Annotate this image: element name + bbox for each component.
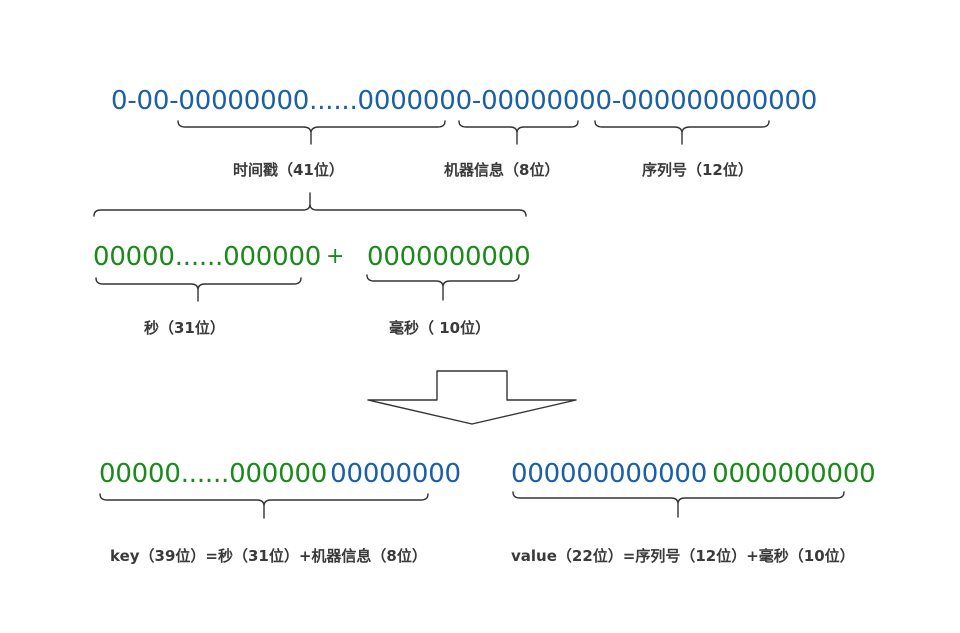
down-arrow-icon [367, 370, 577, 425]
brace-timestamp-split [93, 192, 527, 217]
plus-sign: + [326, 244, 345, 269]
sequence-label: 序列号（12位） [642, 161, 753, 179]
top-machine-bits: 00000000 [481, 86, 612, 116]
brace-sequence [594, 120, 770, 145]
timestamp-label: 时间戳（41位） [233, 161, 344, 179]
top-sign-bits: 0-00- [111, 86, 179, 116]
brace-millis [366, 274, 520, 301]
key-label: key（39位）=秒（31位）+机器信息（8位） [110, 547, 427, 565]
top-id-bits: 0-00-00000000......0000000-00000000-0000… [111, 86, 817, 116]
machine-label: 机器信息（8位） [444, 161, 560, 179]
top-separator: - [471, 86, 482, 116]
value-sequence-bits: 000000000000 [511, 459, 708, 489]
value-label: value（22位）=序列号（12位）+毫秒（10位） [511, 547, 855, 565]
key-machine-bits: 00000000 [330, 459, 461, 489]
value-millis-bits: 0000000000 [712, 459, 876, 489]
key-seconds-bits: 00000......000000 [99, 459, 328, 489]
brace-key [99, 493, 429, 519]
brace-value [512, 491, 845, 518]
top-separator: - [611, 86, 622, 116]
millis-label: 毫秒（ 10位） [389, 319, 491, 337]
brace-seconds [95, 277, 302, 302]
top-timestamp-bits: 00000000......0000000 [178, 86, 472, 116]
seconds-label: 秒（31位） [144, 319, 225, 337]
top-sequence-bits: 000000000000 [621, 86, 818, 116]
brace-timestamp [177, 120, 446, 145]
millis-bits: 0000000000 [367, 242, 531, 272]
seconds-bits: 00000......000000 [93, 242, 322, 272]
brace-machine [458, 120, 579, 145]
